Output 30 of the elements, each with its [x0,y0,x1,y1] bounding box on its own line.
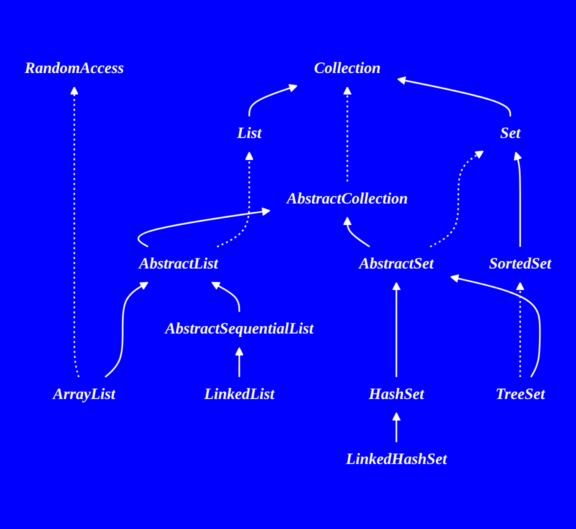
node-text: HashSet [368,386,424,403]
arrow [234,347,244,378]
arrow [216,152,254,248]
arrow [392,412,401,442]
arrow [392,282,401,378]
node-text: Collection [314,60,381,77]
arrow [104,282,148,378]
node-text: ArrayList [52,386,116,403]
node-text: LinkedHashSet [346,451,447,468]
arrow [70,86,80,378]
node-text: AbstractCollection [286,190,408,208]
node-text: LinkedList [204,386,274,403]
arrow [211,282,240,312]
arrow [343,86,352,182]
arrow [343,216,370,248]
node-text: RandomAccess [24,60,124,77]
node-text: SortedSet [488,256,552,272]
node-text: Set [500,125,520,142]
node-text: AbstractSequentialList [165,320,314,338]
arrow [248,84,298,116]
node-text: AbstractList [139,256,218,272]
arrow [397,76,512,116]
arrow [138,207,270,248]
arrow [430,150,484,248]
arrow [514,152,522,247]
node-text: AbstractSet [359,256,434,272]
arrow [516,282,524,378]
node-text: TreeSet [495,386,545,403]
node-text: List [236,125,262,142]
arrow [450,274,541,378]
